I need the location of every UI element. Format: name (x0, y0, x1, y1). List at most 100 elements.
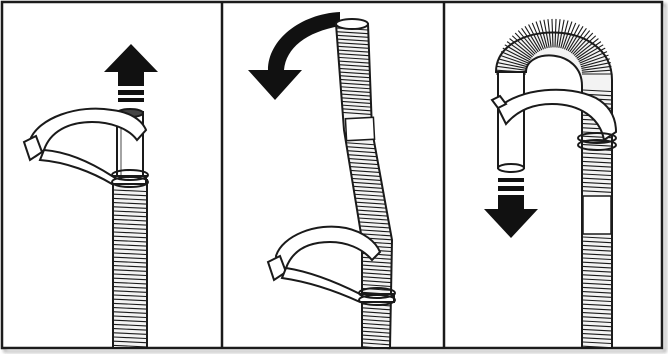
hose-rib (113, 197, 147, 201)
hose-rib (113, 294, 147, 298)
down-arrow (484, 178, 538, 238)
hose-rib (582, 261, 612, 265)
hose-rib (361, 318, 391, 323)
hose-rib (582, 316, 612, 319)
hose-rib (349, 162, 378, 166)
hose-rib (582, 295, 612, 298)
hose-rib (582, 190, 612, 193)
hose-rib (563, 22, 577, 50)
hose-rib (336, 34, 369, 38)
hose-rib (582, 324, 612, 328)
hose-rib (497, 62, 527, 70)
hose-rib (113, 231, 147, 235)
hose-rib (547, 19, 552, 48)
hose-guide-bracket (266, 225, 396, 306)
hose-rib (539, 20, 548, 49)
hose-rib (361, 264, 392, 268)
hose-rib (361, 342, 391, 346)
hose-rib (565, 24, 580, 51)
hose-rib (361, 272, 392, 276)
hose-rib (336, 38, 369, 42)
panel-1 (22, 44, 158, 349)
hose-rib (113, 239, 147, 243)
hose-rib (575, 38, 599, 58)
hose-rib (113, 286, 147, 289)
hose-rib (535, 21, 546, 49)
hose-rib (342, 111, 372, 116)
hose-rib (582, 249, 612, 252)
hose-rib (352, 181, 382, 185)
hose-rib (338, 64, 370, 68)
hose-rib (582, 160, 612, 164)
hose-rib (337, 49, 369, 53)
hose-rib (359, 221, 389, 225)
hose-rib (113, 235, 147, 239)
hose-rib (355, 197, 385, 201)
curved-arrow (248, 12, 340, 100)
hose-rib (113, 344, 147, 348)
hose-rib (356, 205, 386, 209)
hose-rib (581, 62, 611, 70)
hose-rib (338, 60, 370, 64)
hose-rib (113, 336, 147, 340)
hose-guide-bracket (490, 88, 618, 151)
hose-rib (340, 82, 371, 86)
hose-rib (361, 330, 391, 334)
hose-rib (517, 30, 538, 54)
hose-rib (361, 280, 392, 284)
hose-rib (582, 265, 612, 269)
hose-rib (360, 233, 391, 237)
hose-guide-bracket (22, 107, 149, 188)
hose-rib (582, 270, 612, 273)
hose-rib (113, 265, 147, 268)
hose-rib (582, 328, 612, 332)
hose-rib (582, 240, 612, 244)
hose-rib (339, 71, 370, 75)
hose-rib (582, 282, 612, 286)
hose-rib (113, 252, 147, 256)
hose-rib (577, 44, 604, 61)
hose-rib (113, 256, 147, 260)
hose-rib (339, 78, 371, 82)
hose-rib (361, 307, 391, 311)
hose-rib (361, 256, 392, 260)
hose-rib (361, 326, 391, 330)
hose-rib (567, 25, 584, 52)
hose-rib (351, 173, 381, 177)
hose-rib (361, 260, 392, 264)
hose-rib (361, 334, 391, 338)
hose-rib (113, 319, 147, 323)
hose-rib (582, 186, 612, 189)
hose-rib (361, 268, 392, 272)
hose-rib (560, 20, 569, 49)
hose-rib (361, 338, 391, 342)
hose-rib (113, 227, 147, 230)
hose-rib (358, 217, 389, 221)
hose-rib (582, 173, 612, 177)
hose-rib (113, 248, 147, 251)
hose-straight (112, 179, 148, 349)
hose-rib (113, 202, 147, 205)
hose-rib (113, 214, 147, 218)
hose-rib (582, 345, 612, 349)
hose-rib (499, 54, 528, 66)
hose-rib (113, 223, 147, 226)
hose-rib (528, 24, 543, 51)
hose-rib (113, 323, 147, 327)
hose-rib (361, 322, 391, 326)
hose-rib (354, 193, 384, 197)
hose-rib (347, 154, 377, 158)
hose-rib (521, 28, 539, 53)
hose-rib (340, 86, 371, 90)
hose-rib (582, 337, 612, 340)
hose-rib (340, 89, 371, 93)
hose-rib (582, 244, 612, 248)
hose-rib (543, 19, 550, 48)
hose-rib (113, 328, 147, 331)
hose-rib (113, 269, 147, 272)
hose-rib (341, 100, 371, 104)
hose-rib (113, 298, 147, 302)
hose-rib (573, 35, 597, 56)
panel-3 (484, 18, 618, 349)
